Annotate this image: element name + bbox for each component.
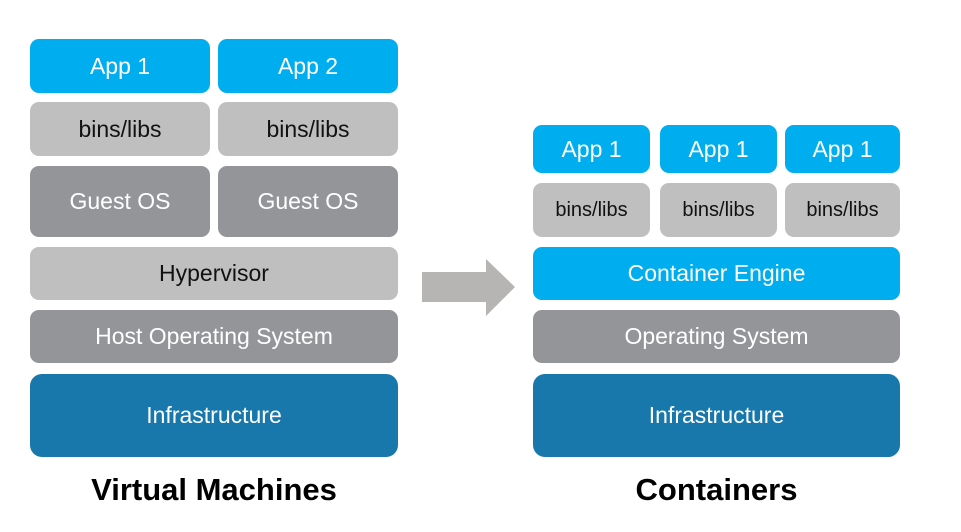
vm-bins-libs-2: bins/libs [218, 102, 398, 156]
container-bins-libs-2: bins/libs [660, 183, 777, 237]
container-app-1: App 1 [533, 125, 650, 173]
vm-guest-os-1: Guest OS [30, 166, 210, 237]
vm-bins-libs-1: bins/libs [30, 102, 210, 156]
container-bins-libs-3: bins/libs [785, 183, 900, 237]
vm-title: Virtual Machines [91, 472, 337, 507]
vm-app-2: App 2 [218, 39, 398, 93]
container-bins-libs-1: bins/libs [533, 183, 650, 237]
right-arrow-icon [422, 259, 515, 316]
container-app-2: App 1 [660, 125, 777, 173]
arrow-shape [422, 259, 515, 316]
containers-title: Containers [635, 472, 798, 507]
vm-hypervisor: Hypervisor [30, 247, 398, 300]
vm-app-1: App 1 [30, 39, 210, 93]
vm-infrastructure: Infrastructure [30, 374, 398, 457]
container-infrastructure: Infrastructure [533, 374, 900, 457]
container-os: Operating System [533, 310, 900, 363]
container-app-3: App 1 [785, 125, 900, 173]
vm-guest-os-2: Guest OS [218, 166, 398, 237]
vm-host-os: Host Operating System [30, 310, 398, 363]
container-engine: Container Engine [533, 247, 900, 300]
